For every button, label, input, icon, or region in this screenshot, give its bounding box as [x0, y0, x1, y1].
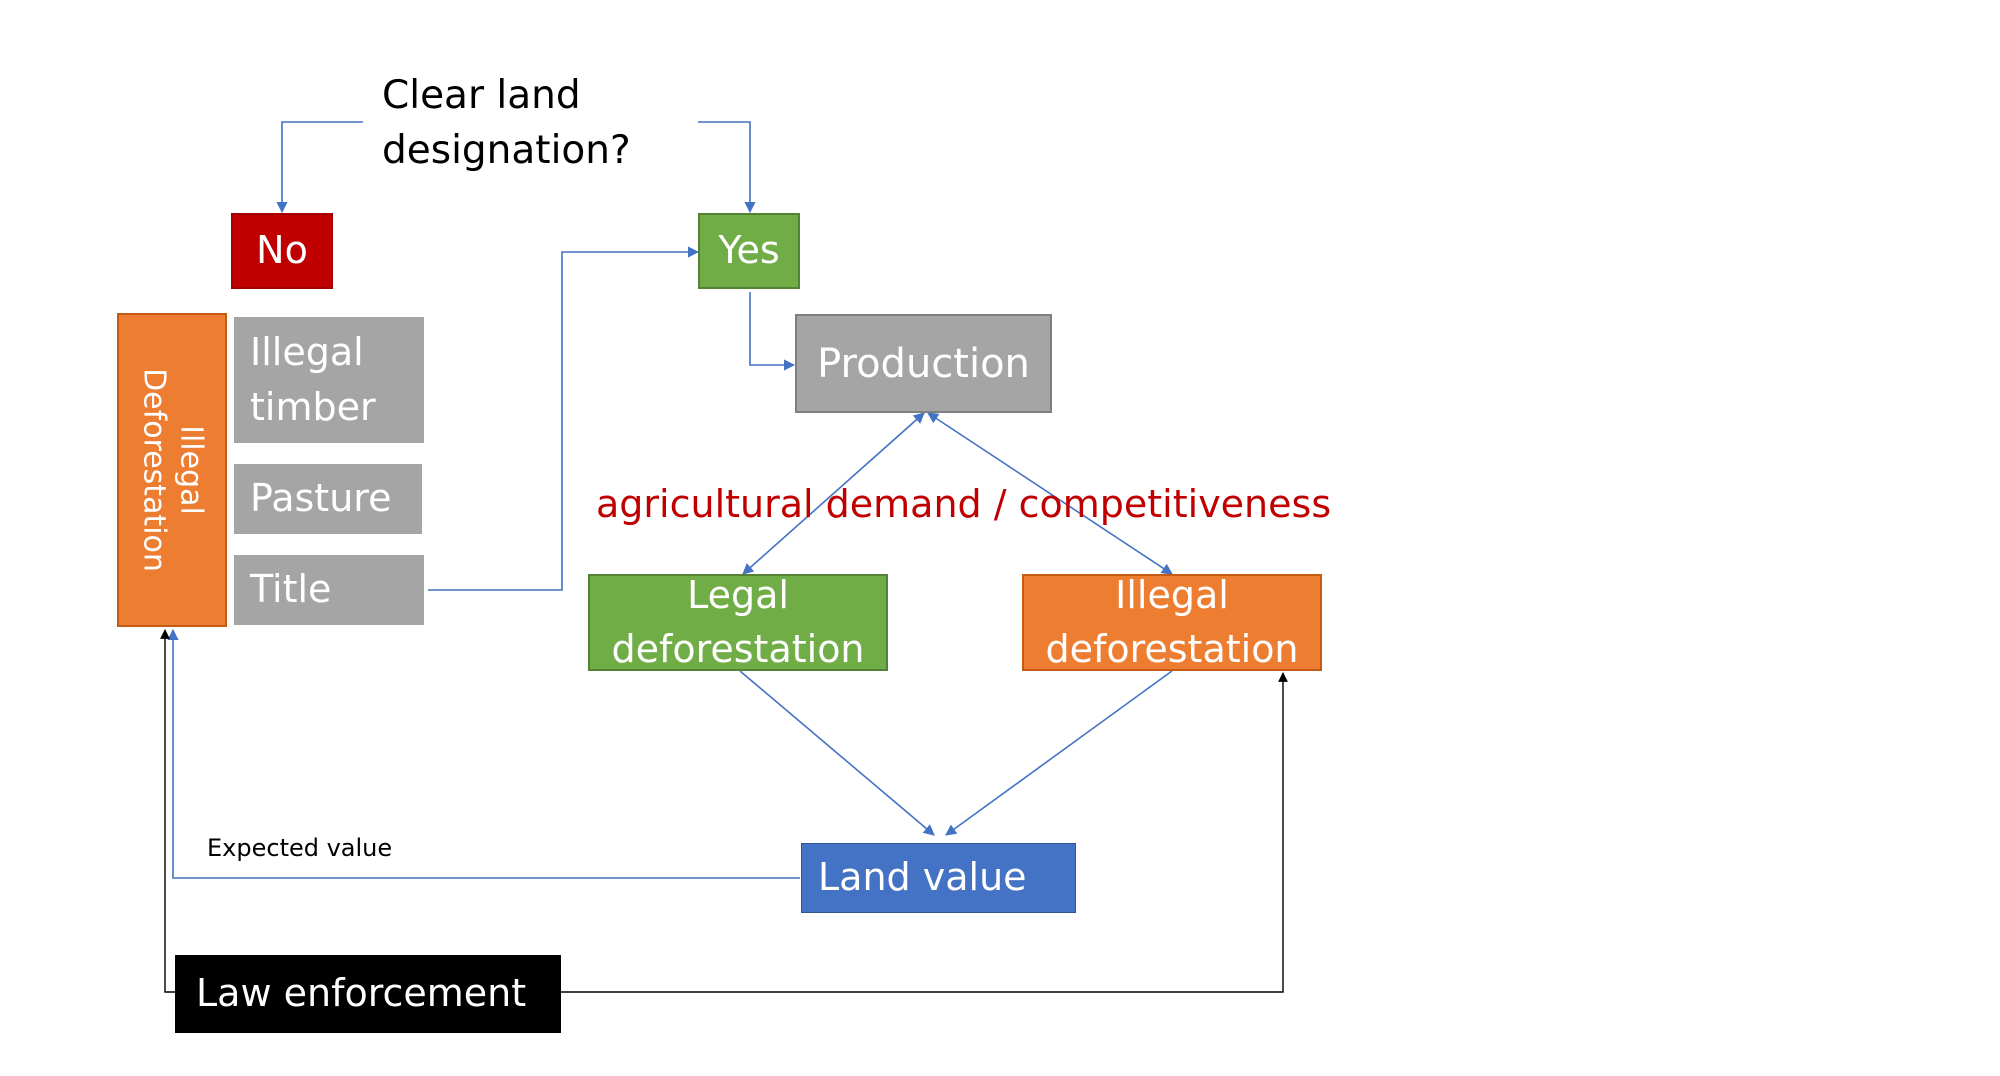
edge-production-legal-deforestation	[742, 412, 925, 575]
question-line-2: designation?	[382, 128, 631, 174]
edge-yes-to-production	[749, 292, 796, 371]
edge-law-enforcement-to-side	[160, 629, 175, 993]
question-text: Clear land designation?	[382, 68, 631, 179]
land-value-box: Land value	[801, 843, 1076, 913]
side-line-2: Deforestation	[137, 368, 172, 572]
edge-question-to-no	[276, 121, 363, 214]
no-box: No	[231, 213, 333, 289]
edge-illegal-to-land-value	[945, 670, 1173, 836]
expected-value-annotation: Expected value	[207, 834, 393, 862]
law-enforcement-label: Law enforcement	[196, 971, 527, 1016]
illegal-timber-line-2: timber	[250, 385, 376, 429]
land-value-label: Land value	[818, 855, 1027, 900]
illegal-deforestation-side-text: Illegal Deforestation	[135, 368, 209, 572]
yes-label: Yes	[718, 228, 780, 273]
production-box: Production	[795, 314, 1052, 413]
illegal-timber-box: Illegal timber	[234, 317, 424, 443]
law-enforcement-box: Law enforcement	[175, 955, 561, 1033]
illegal-deforestation-side-box: Illegal Deforestation	[117, 313, 227, 627]
legal-deforestation-line-2: deforestation	[611, 626, 865, 671]
legal-deforestation-line-1: Legal	[687, 573, 789, 618]
production-label: Production	[817, 340, 1030, 387]
question-line-1: Clear land	[382, 73, 581, 118]
edge-law-enforcement-to-illegal-deforestation	[561, 672, 1288, 993]
no-label: No	[256, 228, 308, 273]
edge-legal-to-land-value	[739, 670, 935, 836]
edge-question-to-yes	[698, 121, 756, 214]
edge-land-value-to-illegal-deforestation-side	[167, 628, 800, 879]
yes-box: Yes	[698, 213, 800, 289]
side-line-1: Illegal	[173, 425, 209, 515]
illegal-deforestation-line-2: deforestation	[1045, 626, 1299, 671]
title-label: Title	[250, 567, 332, 612]
edge-title-to-yes	[428, 246, 700, 591]
title-box: Title	[234, 555, 424, 625]
illegal-timber-line-1: Illegal	[250, 329, 364, 374]
illegal-deforestation-box: Illegal deforestation	[1022, 573, 1322, 671]
legal-deforestation-box: Legal deforestation	[588, 573, 888, 671]
pasture-box: Pasture	[234, 464, 422, 534]
edge-production-illegal-deforestation	[927, 412, 1173, 575]
demand-annotation: agricultural demand / competitiveness	[596, 482, 1332, 526]
illegal-deforestation-line-1: Illegal	[1115, 573, 1229, 618]
pasture-label: Pasture	[250, 476, 392, 521]
